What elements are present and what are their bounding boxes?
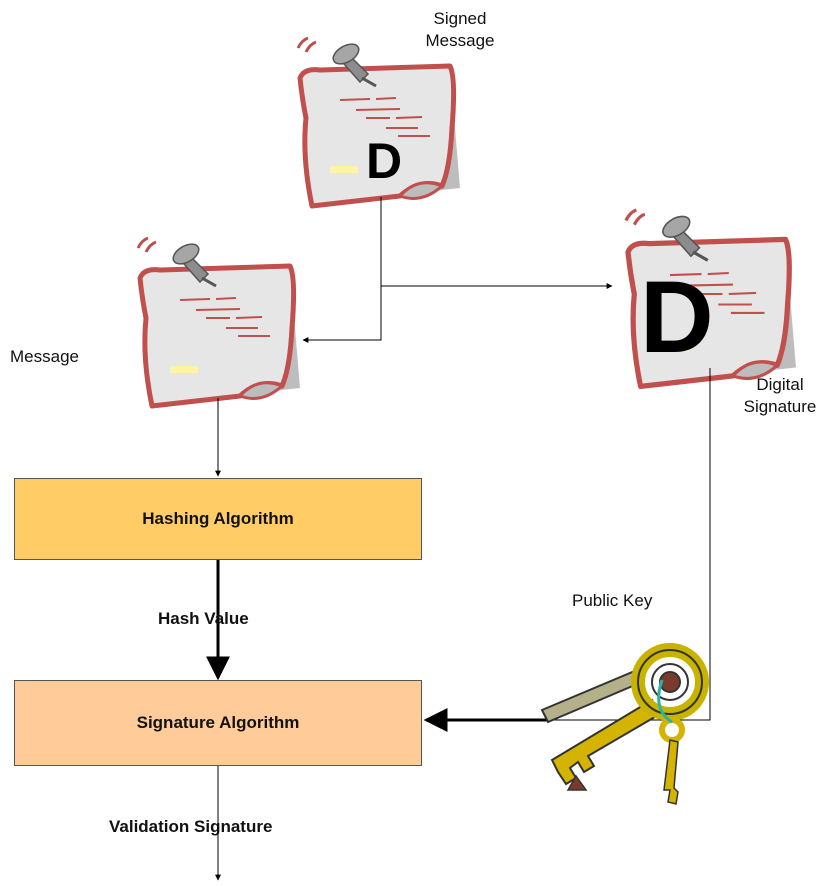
- signed-message-label-line2: Message: [425, 31, 495, 50]
- signed-message-label-line1: Signed: [433, 9, 487, 28]
- message-note-icon: [138, 238, 300, 406]
- digital-signature-letter: D: [640, 260, 714, 374]
- connector-signed-to-signature: [380, 197, 613, 289]
- message-label: Message: [10, 347, 79, 366]
- signature-algorithm-box: Signature Algorithm: [14, 680, 422, 766]
- public-key-icon: [542, 650, 702, 804]
- connector-signed-to-message: [302, 286, 382, 343]
- connector-digital-signature-line: [550, 368, 711, 721]
- public-key-label: Public Key: [572, 591, 653, 610]
- digital-signature-label: Digital Signature: [725, 374, 835, 418]
- hashing-algorithm-label: Hashing Algorithm: [142, 509, 294, 528]
- signature-algorithm-label: Signature Algorithm: [136, 713, 300, 732]
- digital-signature-label-line1: Digital: [756, 375, 804, 394]
- signed-message-label: Signed Message: [405, 8, 515, 52]
- signed-message-letter: D: [366, 133, 402, 189]
- digital-signature-label-line2: Signature: [743, 397, 817, 416]
- validation-signature-label: Validation Signature: [109, 817, 273, 836]
- hashing-algorithm-box: Hashing Algorithm: [14, 478, 422, 560]
- hash-value-label: Hash Value: [158, 609, 249, 628]
